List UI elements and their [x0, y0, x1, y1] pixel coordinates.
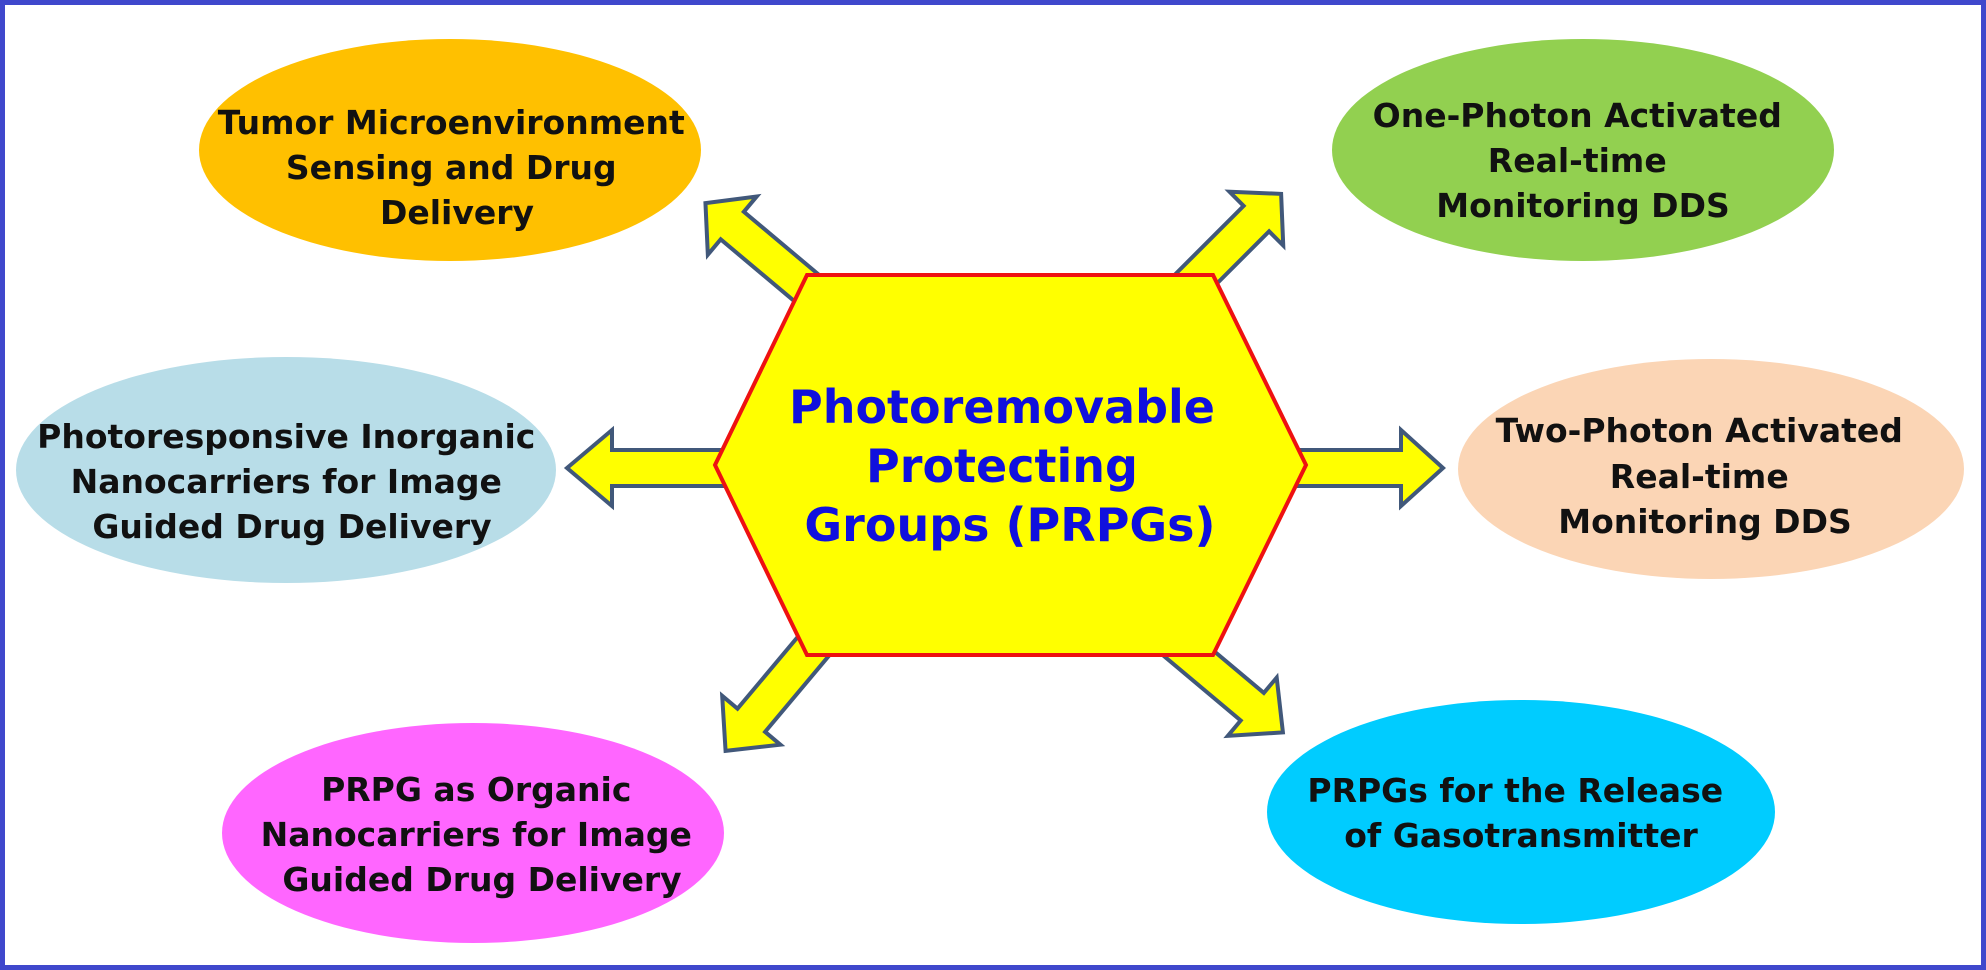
center-title-line: Photoremovable — [789, 380, 1215, 434]
node-two-photon-ellipse — [1458, 359, 1964, 579]
center-title-line: Protecting — [866, 439, 1138, 493]
center-hexagon — [712, 273, 1309, 657]
node-one-photon: One-Photon Activated Real-time Monitorin… — [1332, 39, 1834, 261]
center-hexagon-group: Photoremovable Protecting Groups (PRPGs) — [712, 273, 1309, 657]
node-organic-ellipse — [222, 723, 724, 943]
node-two-photon-line: Monitoring DDS — [1558, 502, 1852, 541]
node-inorganic-line: Photoresponsive Inorganic — [37, 417, 535, 456]
node-two-photon-label: Two-Photon Activated Real-time Monitorin… — [1496, 411, 1915, 541]
node-inorganic-line: Nanocarriers for Image — [71, 462, 502, 501]
node-gasotransmitter-ellipse — [1267, 700, 1775, 924]
node-tumor-line: Tumor Microenvironment — [218, 103, 685, 142]
arrow-shape — [703, 193, 830, 312]
node-organic-line: Guided Drug Delivery — [282, 860, 681, 899]
node-gasotransmitter: PRPGs for the Release of Gasotransmitter — [1267, 700, 1775, 924]
node-inorganic-line: Guided Drug Delivery — [92, 507, 491, 546]
arrow-shape — [563, 425, 732, 511]
node-tumor: Tumor Microenvironment Sensing and Drug … — [199, 39, 701, 261]
node-gasotransmitter-label: PRPGs for the Release of Gasotransmitter — [1307, 771, 1734, 855]
node-gasotransmitter-line: of Gasotransmitter — [1344, 816, 1698, 855]
node-tumor-line: Sensing and Drug — [286, 148, 617, 187]
node-two-photon: Two-Photon Activated Real-time Monitorin… — [1458, 359, 1964, 579]
node-gasotransmitter-line: PRPGs for the Release — [1307, 771, 1723, 810]
node-organic: PRPG as Organic Nanocarriers for Image G… — [222, 723, 724, 943]
center-title: Photoremovable Protecting Groups (PRPGs) — [789, 380, 1231, 552]
node-one-photon-line: Real-time — [1488, 141, 1667, 180]
node-tumor-ellipse — [199, 39, 701, 261]
node-tumor-label: Tumor Microenvironment Sensing and Drug … — [218, 103, 697, 232]
center-title-line: Groups (PRPGs) — [804, 498, 1215, 552]
node-one-photon-ellipse — [1332, 39, 1834, 261]
arrow-to-inorganic — [563, 425, 732, 511]
node-organic-label: PRPG as Organic Nanocarriers for Image G… — [261, 770, 704, 899]
node-tumor-line: Delivery — [380, 193, 534, 232]
node-one-photon-line: One-Photon Activated — [1373, 96, 1782, 135]
arrow-to-two-photon — [1276, 425, 1446, 511]
node-two-photon-line: Two-Photon Activated — [1496, 411, 1903, 450]
node-one-photon-label: One-Photon Activated Real-time Monitorin… — [1373, 96, 1794, 225]
node-organic-line: Nanocarriers for Image — [261, 815, 692, 854]
node-organic-line: PRPG as Organic — [321, 770, 631, 809]
arrow-shape — [1276, 425, 1446, 511]
node-inorganic-ellipse — [16, 357, 556, 583]
arrow-to-tumor — [703, 193, 830, 312]
node-two-photon-line: Real-time — [1610, 457, 1789, 496]
node-inorganic: Photoresponsive Inorganic Nanocarriers f… — [16, 357, 556, 583]
node-one-photon-line: Monitoring DDS — [1436, 186, 1730, 225]
node-inorganic-label: Photoresponsive Inorganic Nanocarriers f… — [37, 417, 547, 546]
